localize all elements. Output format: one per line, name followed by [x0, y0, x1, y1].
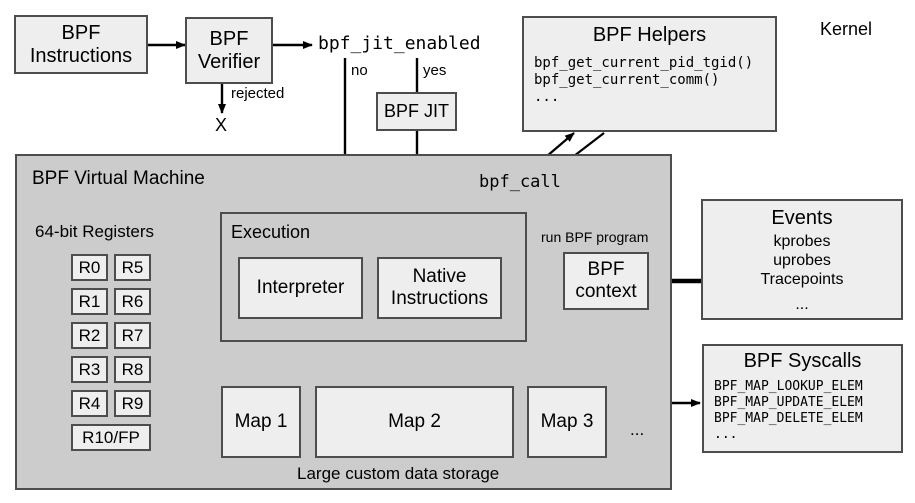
- map-2-box[interactable]: Map 2: [315, 386, 514, 458]
- native-instructions-line1: Native: [412, 266, 467, 287]
- events-entries: kprobes uprobes Tracepoints ...: [703, 232, 901, 314]
- map-1-box[interactable]: Map 1: [221, 386, 301, 458]
- events-entry: kprobes: [773, 233, 831, 250]
- register-r0[interactable]: R0: [71, 254, 108, 281]
- bpf-call-label: bpf_call: [479, 172, 561, 192]
- register-r3[interactable]: R3: [71, 356, 108, 383]
- map-3-box[interactable]: Map 3: [527, 386, 607, 458]
- bpf-jit-box[interactable]: BPF JIT: [376, 92, 457, 131]
- events-entry: ...: [795, 296, 809, 313]
- registers-title: 64-bit Registers: [35, 222, 155, 241]
- interpreter-box[interactable]: Interpreter: [238, 257, 363, 319]
- register-r2[interactable]: R2: [71, 322, 108, 349]
- bpf-syscalls-entry: BPF_MAP_UPDATE_ELEM: [714, 395, 863, 410]
- bpf-instructions-box[interactable]: BPF Instructions: [14, 15, 148, 74]
- register-r4[interactable]: R4: [71, 390, 108, 417]
- bpf-syscalls-entry: BPF_MAP_DELETE_ELEM: [714, 411, 863, 426]
- bpf-syscalls-entry: ...: [714, 427, 738, 442]
- bpf-syscalls-entries: BPF_MAP_LOOKUP_ELEM BPF_MAP_UPDATE_ELEM …: [704, 379, 901, 443]
- events-entry: uprobes: [773, 252, 831, 269]
- bpf-syscalls-entry: BPF_MAP_LOOKUP_ELEM: [714, 379, 863, 394]
- register-r7[interactable]: R7: [114, 322, 151, 349]
- events-entry: Tracepoints: [760, 271, 844, 288]
- map-1-label: Map 1: [234, 411, 288, 432]
- execution-title: Execution: [231, 222, 311, 242]
- bpf-verifier-line2: Verifier: [197, 50, 261, 73]
- kernel-label: Kernel: [820, 19, 873, 39]
- bpf-context-line2: context: [575, 281, 637, 302]
- bpf-instructions-line1: BPF: [61, 21, 101, 44]
- bpf-verifier-box[interactable]: BPF Verifier: [185, 17, 273, 84]
- bpf-jit-enabled-label: bpf_jit_enabled: [318, 33, 481, 54]
- branch-yes-label: yes: [423, 62, 447, 79]
- maps-ellipsis: ...: [630, 420, 645, 439]
- map-2-label: Map 2: [388, 411, 441, 432]
- run-bpf-program-label: run BPF program: [541, 229, 649, 245]
- register-r5[interactable]: R5: [114, 254, 151, 281]
- bpf-context-line1: BPF: [587, 259, 625, 280]
- bpf-syscalls-title: BPF Syscalls: [743, 350, 862, 372]
- native-instructions-line2: Instructions: [390, 288, 489, 309]
- register-r8[interactable]: R8: [114, 356, 151, 383]
- bpf-helpers-entry: bpf_get_current_pid_tgid(): [534, 55, 754, 71]
- native-instructions-box[interactable]: Native Instructions: [377, 257, 502, 319]
- bpf-helpers-entry: ...: [534, 89, 560, 105]
- register-r9[interactable]: R9: [114, 390, 151, 417]
- branch-no-label: no: [351, 62, 368, 79]
- vm-title: BPF Virtual Machine: [32, 168, 205, 189]
- register-r6[interactable]: R6: [114, 288, 151, 315]
- events-title: Events: [771, 207, 833, 229]
- map-3-label: Map 3: [540, 411, 594, 432]
- interpreter-label: Interpreter: [256, 277, 345, 298]
- storage-label: Large custom data storage: [297, 464, 500, 483]
- rejected-label: rejected: [231, 85, 285, 102]
- bpf-syscalls-box[interactable]: BPF Syscalls BPF_MAP_LOOKUP_ELEM BPF_MAP…: [702, 344, 903, 453]
- bpf-helpers-entry: bpf_get_current_comm(): [534, 72, 720, 88]
- bpf-helpers-box[interactable]: BPF Helpers bpf_get_current_pid_tgid() b…: [522, 16, 777, 132]
- bpf-helpers-title: BPF Helpers: [592, 24, 707, 46]
- register-r10-fp[interactable]: R10/FP: [71, 424, 151, 451]
- bpf-instructions-line2: Instructions: [29, 44, 133, 67]
- register-r1[interactable]: R1: [71, 288, 108, 315]
- bpf-context-box[interactable]: BPF context: [563, 252, 649, 310]
- events-box[interactable]: Events kprobes uprobes Tracepoints ...: [701, 199, 903, 320]
- rejected-x-mark: X: [215, 115, 228, 135]
- bpf-helpers-entries: bpf_get_current_pid_tgid() bpf_get_curre…: [524, 55, 775, 106]
- bpf-verifier-line1: BPF: [209, 27, 249, 50]
- bpf-jit-label: BPF JIT: [383, 101, 449, 121]
